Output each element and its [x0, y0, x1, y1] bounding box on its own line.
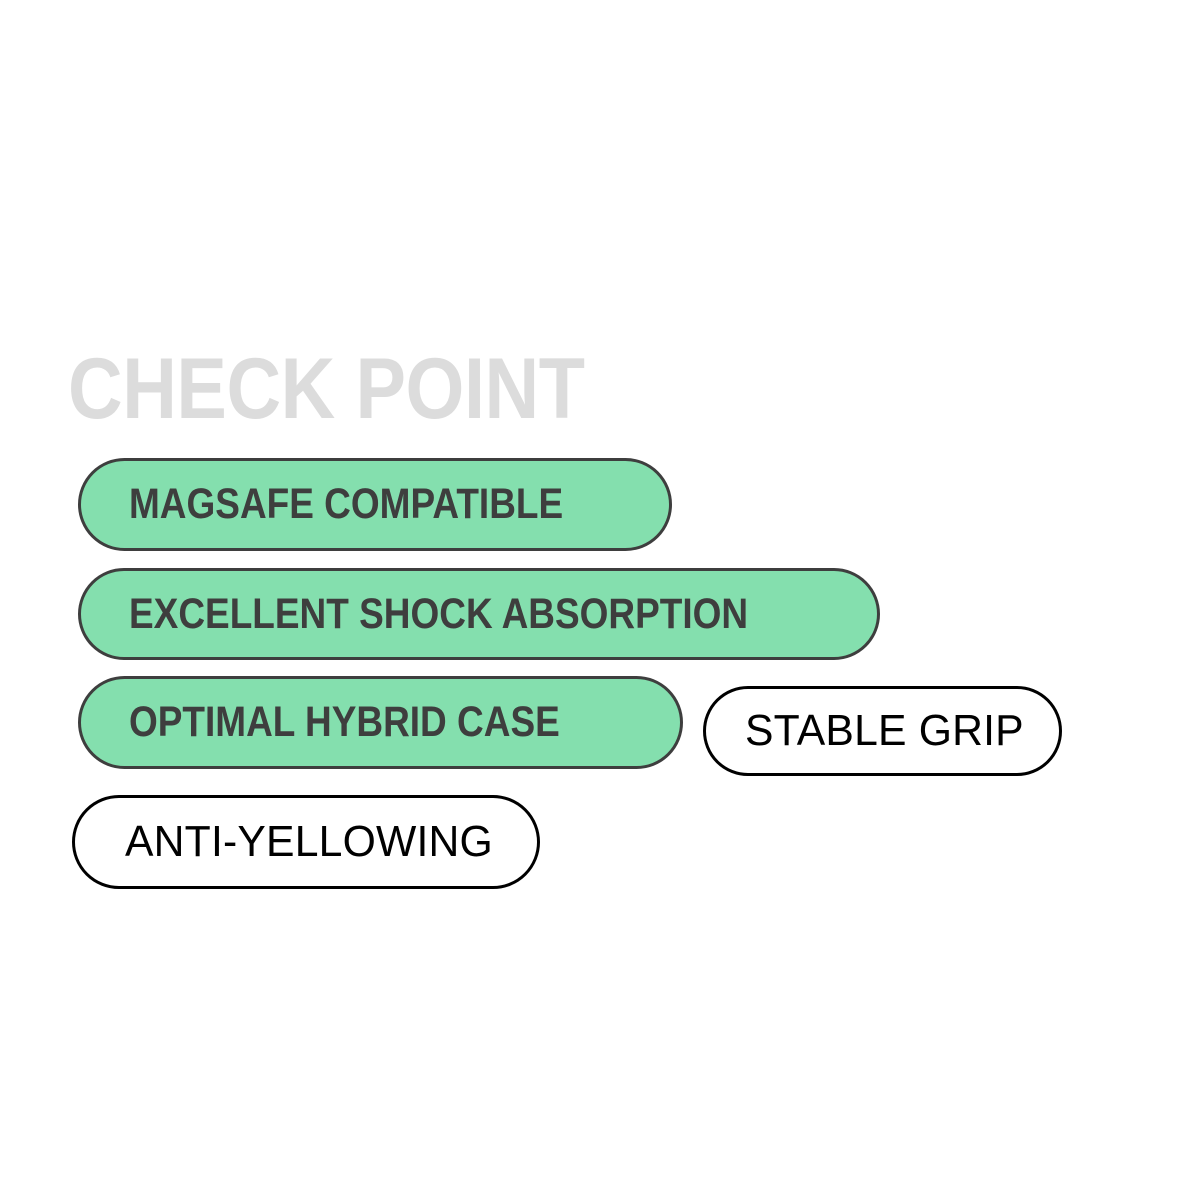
badge-label: STABLE GRIP — [745, 706, 1024, 755]
badge-label: EXCELLENT SHOCK ABSORPTION — [129, 589, 749, 638]
badge-excellent-shock-absorption[interactable]: EXCELLENT SHOCK ABSORPTION — [78, 568, 880, 660]
badge-label: MAGSAFE COMPATIBLE — [129, 480, 564, 528]
badge-magsafe-compatible[interactable]: MAGSAFE COMPATIBLE — [78, 458, 672, 551]
badge-anti-yellowing[interactable]: ANTI-YELLOWING — [72, 795, 540, 889]
badge-label: OPTIMAL HYBRID CASE — [129, 698, 560, 746]
badge-stable-grip[interactable]: STABLE GRIP — [703, 686, 1062, 776]
badge-optimal-hybrid-case[interactable]: OPTIMAL HYBRID CASE — [78, 676, 683, 769]
page-title: CHECK POINT — [68, 340, 585, 437]
badge-label: ANTI-YELLOWING — [125, 817, 493, 866]
